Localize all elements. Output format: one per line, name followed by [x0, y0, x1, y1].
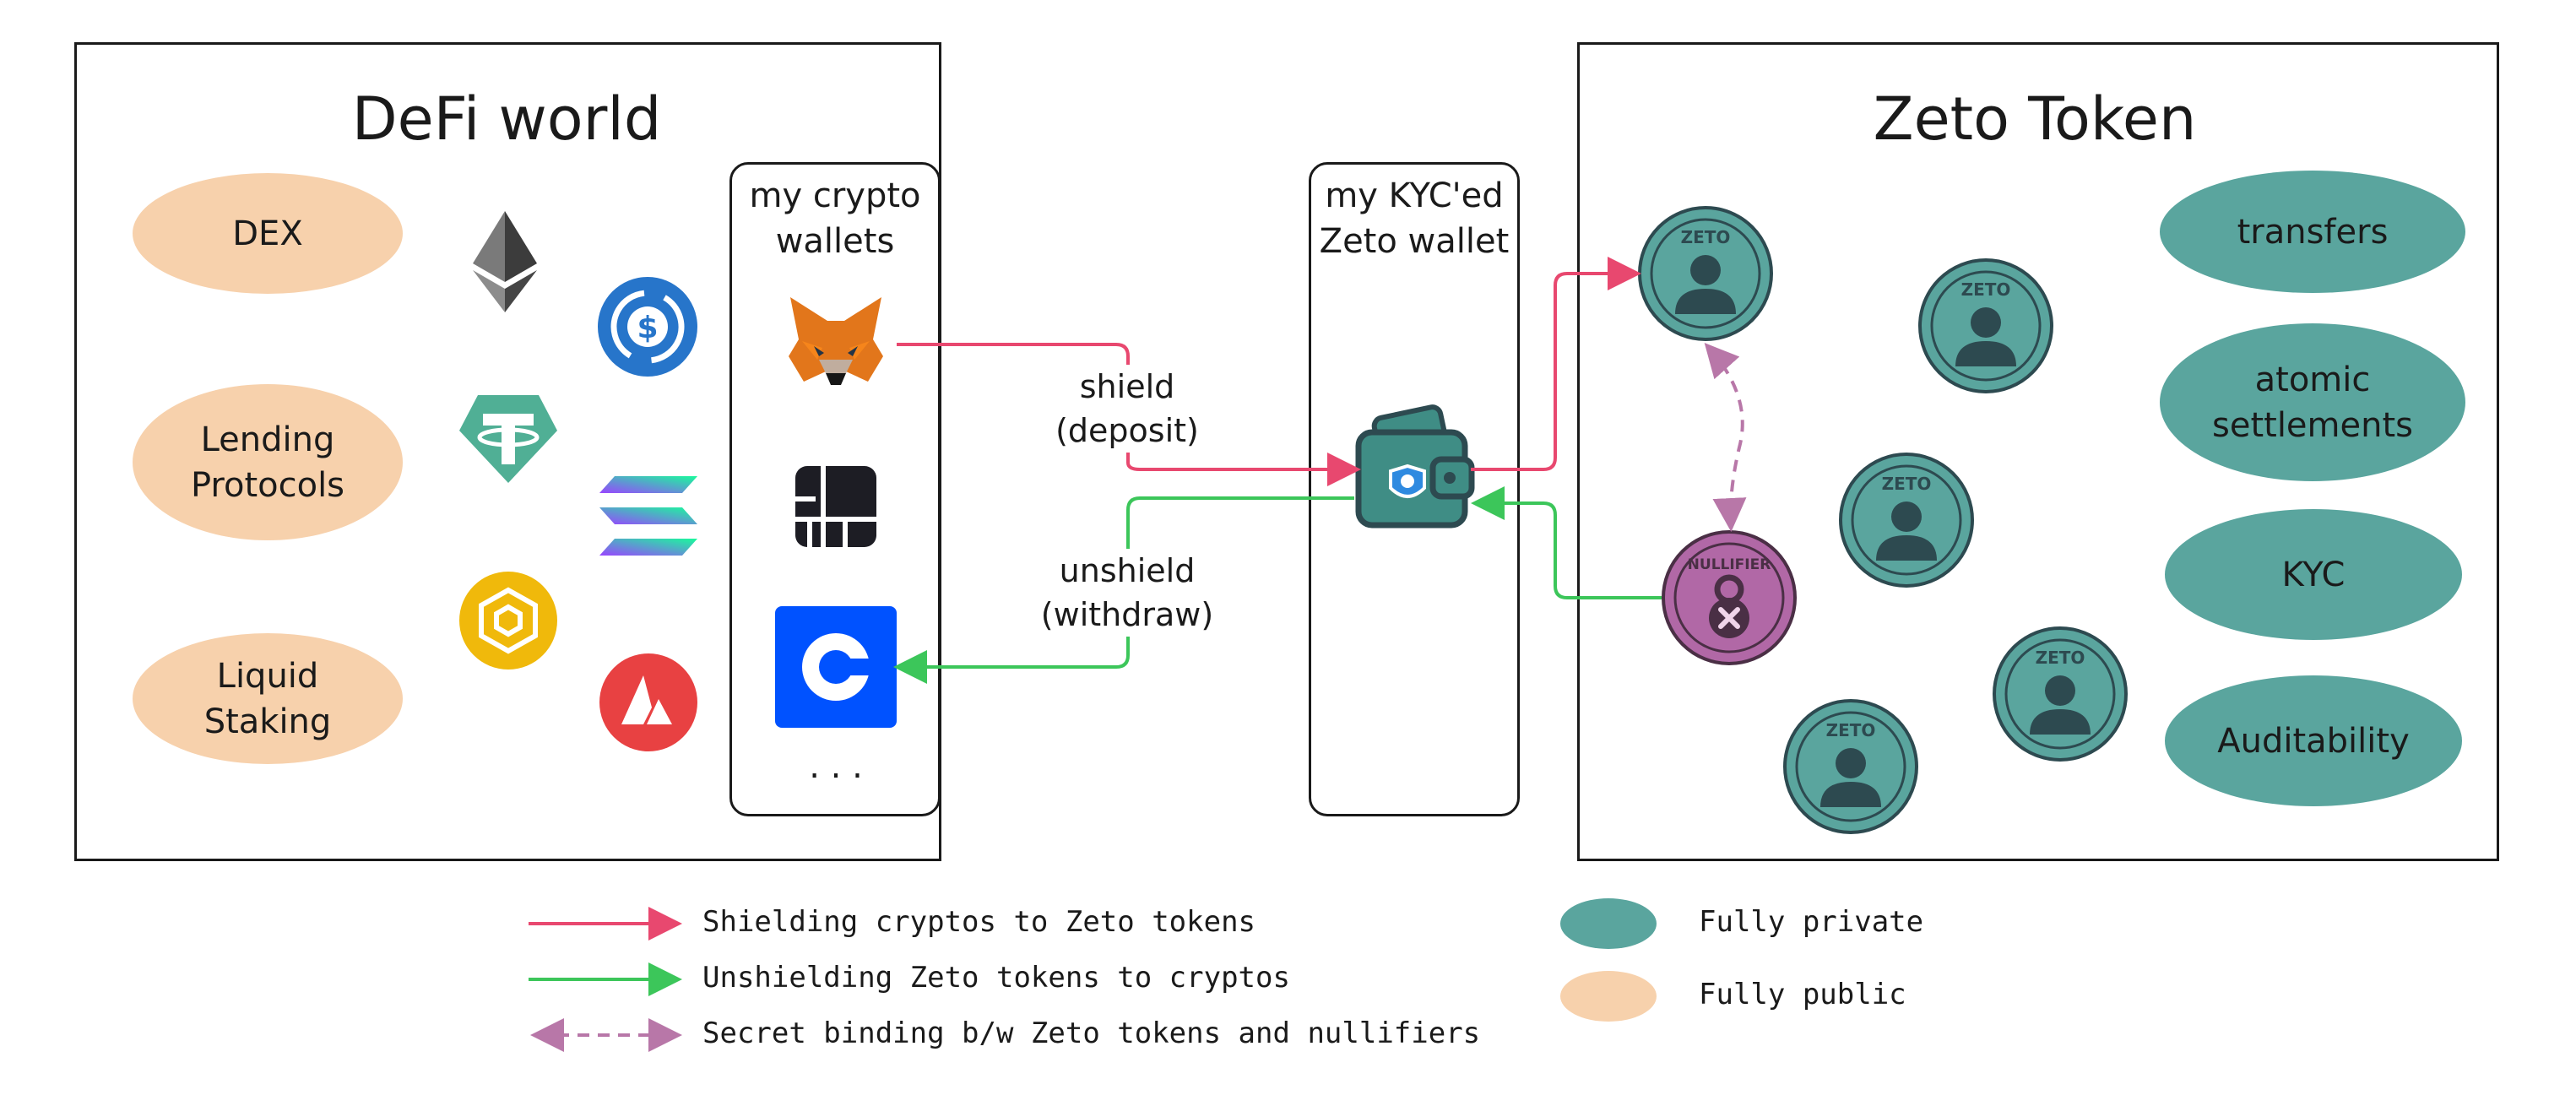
zeto-token-icon: ZETO: [1839, 453, 1974, 588]
dex-oval: DEX: [133, 173, 403, 294]
metamask-icon[interactable]: [785, 297, 887, 388]
bnb-icon: [459, 572, 557, 670]
liquid-staking-oval: Liquid Staking: [133, 633, 403, 764]
unshield-arrow: [900, 496, 1354, 667]
legend-public-swatch: [1560, 971, 1657, 1022]
avalanche-icon: [599, 653, 697, 751]
tether-icon: [459, 395, 557, 483]
zeto-token-icon: ZETO: [1918, 258, 2053, 393]
legend-shield-text: Shielding cryptos to Zeto tokens: [702, 905, 1256, 939]
coinbase-icon[interactable]: [775, 606, 897, 728]
svg-text:$: $: [637, 311, 658, 345]
kyc-wallet-label: my KYC'ed Zeto wallet: [1319, 176, 1510, 261]
svg-text:ZETO: ZETO: [1961, 279, 2011, 300]
zeto-token-icon: ZETO: [1783, 699, 1918, 834]
legend-public-text: Fully public: [1699, 978, 1906, 1011]
legend-unshield-text: Unshielding Zeto tokens to cryptos: [702, 961, 1290, 995]
usdc-icon: $: [598, 277, 697, 377]
svg-text:ZETO: ZETO: [2036, 648, 2085, 668]
ledger-icon[interactable]: [795, 466, 876, 547]
zeto-token-icon: ZETO: [1993, 626, 2128, 762]
kyc-oval: KYC: [2165, 509, 2462, 640]
svg-text:ZETO: ZETO: [1681, 227, 1731, 247]
atomic-settlements-oval: atomic settlements: [2160, 323, 2465, 481]
shield-label: shield (deposit): [1055, 368, 1199, 449]
auditability-oval: Auditability: [2165, 675, 2462, 806]
zeto-token-title: Zeto Token: [1873, 84, 2197, 154]
unshield-label: unshield (withdraw): [1040, 552, 1214, 633]
crypto-wallets-box: [729, 162, 941, 816]
crypto-wallets-label: my crypto wallets: [749, 176, 921, 261]
secret-binding-arrow: [1704, 343, 1747, 532]
wallet-to-token-arrow: [1471, 257, 1641, 471]
svg-text:ZETO: ZETO: [1882, 474, 1932, 494]
legend-private-swatch: [1560, 898, 1657, 949]
transfers-oval: transfers: [2160, 171, 2465, 293]
svg-text:ZETO: ZETO: [1826, 720, 1876, 740]
svg-text:NULLIFIER: NULLIFIER: [1688, 556, 1771, 573]
kyc-wallet-box: [1309, 162, 1520, 816]
more-wallets-ellipsis: . . .: [809, 747, 863, 786]
legend-private-text: Fully private: [1699, 905, 1924, 939]
ethereum-icon: [473, 211, 537, 312]
defi-world-title: DeFi world: [351, 84, 662, 154]
solana-icon: [599, 476, 697, 556]
legend-binding-text: Secret binding b/w Zeto tokens and nulli…: [702, 1017, 1481, 1050]
shield-arrow: [897, 343, 1354, 469]
lending-protocols-oval: Lending Protocols: [133, 384, 403, 540]
nullifier-icon: NULLIFIER: [1662, 530, 1797, 665]
nullifier-to-wallet-arrow: [1471, 486, 1662, 599]
